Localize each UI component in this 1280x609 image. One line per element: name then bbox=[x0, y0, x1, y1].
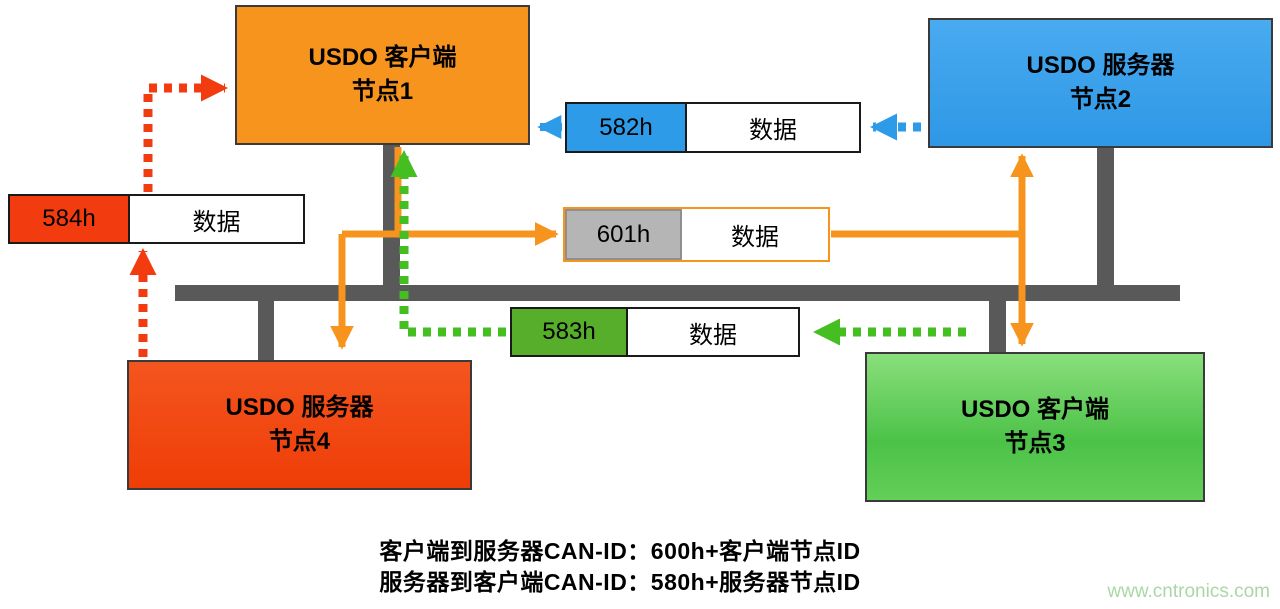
node1-title: USDO 客户端 bbox=[308, 44, 457, 71]
arrow-frame583-to-node1 bbox=[390, 150, 506, 337]
can-frame-601h-id: 601h bbox=[565, 209, 682, 260]
can-frame-582h: 582h 数据 bbox=[565, 102, 861, 153]
node4-subtitle: 节点4 bbox=[268, 428, 331, 455]
node4-title: USDO 服务器 bbox=[225, 394, 374, 421]
can-frame-601h: 601h 数据 bbox=[563, 207, 830, 262]
can-id-caption: 客户端到服务器CAN-ID：600h+客户端节点ID 服务器到客户端CAN-ID… bbox=[0, 536, 1240, 598]
can-frame-601h-payload: 数据 bbox=[682, 209, 828, 260]
node3-usdo-client-box: USDO 客户端 节点3 bbox=[865, 352, 1205, 502]
node1-subtitle: 节点1 bbox=[351, 78, 414, 105]
can-frame-582h-id: 582h bbox=[567, 104, 687, 151]
node3-title: USDO 客户端 bbox=[960, 396, 1109, 423]
node2-subtitle: 节点2 bbox=[1069, 86, 1132, 113]
bus-tap-node1 bbox=[383, 144, 400, 293]
arrow-frame584-to-node1 bbox=[143, 74, 228, 192]
node2-title: USDO 服务器 bbox=[1026, 52, 1175, 79]
bus-tap-node4 bbox=[258, 299, 274, 361]
node4-usdo-server-box: USDO 服务器 节点4 bbox=[127, 360, 472, 490]
can-frame-584h-payload: 数据 bbox=[130, 196, 303, 242]
can-frame-582h-payload: 数据 bbox=[687, 104, 859, 151]
bus-tap-node3 bbox=[989, 299, 1006, 355]
bus-tap-node2 bbox=[1097, 147, 1114, 293]
node3-subtitle: 节点3 bbox=[1004, 430, 1066, 457]
caption-line1: 客户端到服务器CAN-ID：600h+客户端节点ID bbox=[379, 538, 861, 564]
site-watermark: www.cntronics.com bbox=[1107, 581, 1270, 602]
can-frame-583h-id: 583h bbox=[512, 309, 628, 355]
can-frame-584h-id: 584h bbox=[10, 196, 130, 242]
node1-usdo-client-box: USDO 客户端 节点1 bbox=[235, 5, 530, 145]
can-frame-583h-payload: 数据 bbox=[628, 309, 798, 355]
can-bus-bar bbox=[175, 285, 1180, 301]
can-frame-584h: 584h 数据 bbox=[8, 194, 305, 244]
node2-usdo-server-box: USDO 服务器 节点2 bbox=[928, 18, 1273, 148]
can-frame-583h: 583h 数据 bbox=[510, 307, 800, 357]
caption-line2: 服务器到客户端CAN-ID：580h+服务器节点ID bbox=[379, 569, 861, 595]
